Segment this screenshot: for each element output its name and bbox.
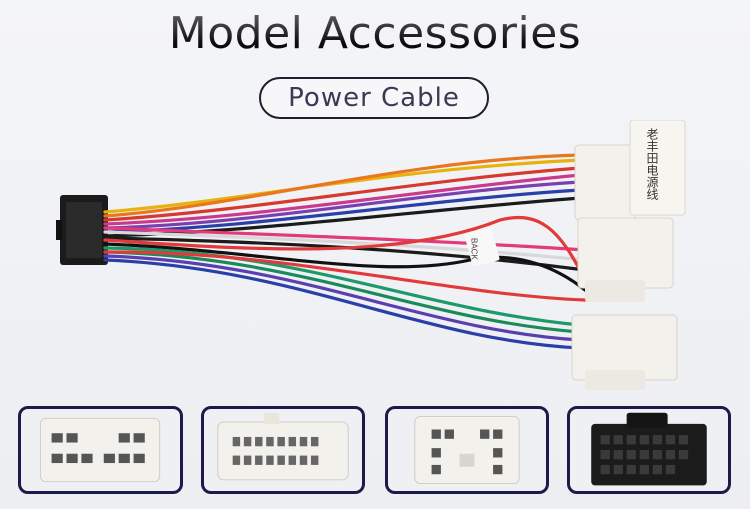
wire-bundle [103,153,587,350]
subtitle-pill: Power Cable [259,77,489,119]
black-connector [56,195,108,265]
connector-face-icon [217,412,349,481]
thumb-connector-3[interactable] [385,406,549,494]
connector-face-icon [39,417,161,483]
thumb-connector-2[interactable] [201,406,365,494]
subtitle-text: Power Cable [288,83,460,113]
thumb-connector-1[interactable] [18,406,183,494]
svg-text:BACK: BACK [470,238,479,260]
white-connector-top [574,120,686,221]
chinese-label: 老丰田电源线 [645,128,659,200]
connector-face-icon [414,415,520,485]
wiring-harness-image: 老丰田电源线 BACK [56,120,686,390]
white-connector-bottom [571,314,678,390]
wire-tag: BACK [464,227,500,267]
white-connector-middle [577,217,674,302]
connector-face-icon [591,412,707,486]
page-title: Model Accessories [0,8,750,59]
thumb-connector-4[interactable] [567,406,731,494]
